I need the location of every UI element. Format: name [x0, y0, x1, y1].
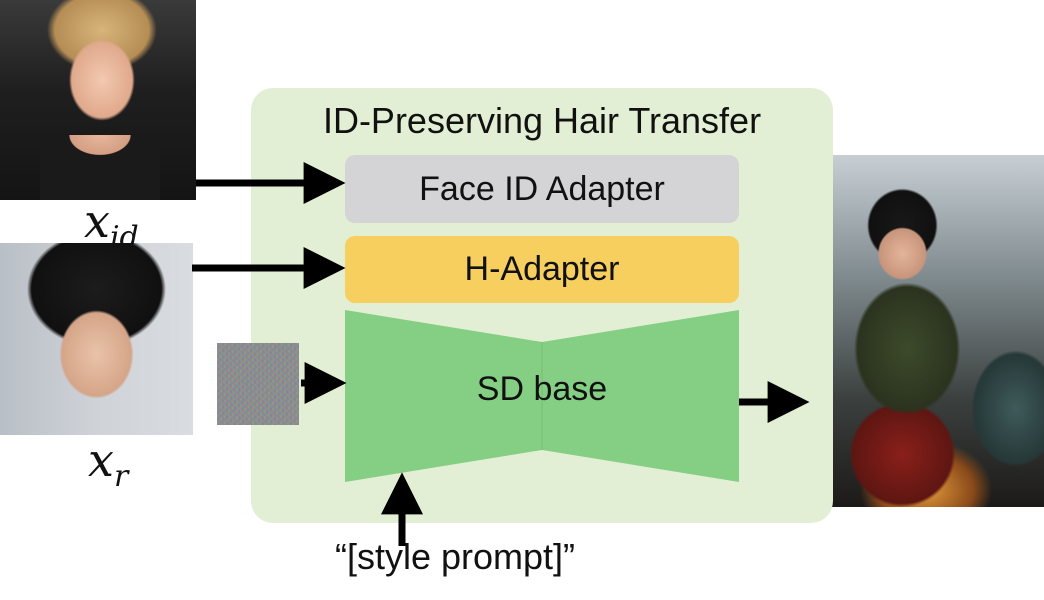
panel-title: ID-Preserving Hair Transfer — [322, 100, 762, 141]
identity-label: xid — [84, 194, 139, 255]
identity-face-image — [0, 0, 196, 200]
h-adapter-block: H-Adapter — [345, 236, 739, 303]
output-image — [808, 155, 1044, 507]
reference-hair-image — [0, 243, 193, 435]
style-prompt-label: “[style prompt]” — [334, 536, 576, 577]
noise-image — [217, 343, 299, 425]
face-id-adapter-block: Face ID Adapter — [345, 155, 739, 223]
reference-label: xr — [88, 433, 129, 494]
sd-base-label: SD base — [476, 370, 608, 408]
sd-base-block — [345, 310, 739, 482]
